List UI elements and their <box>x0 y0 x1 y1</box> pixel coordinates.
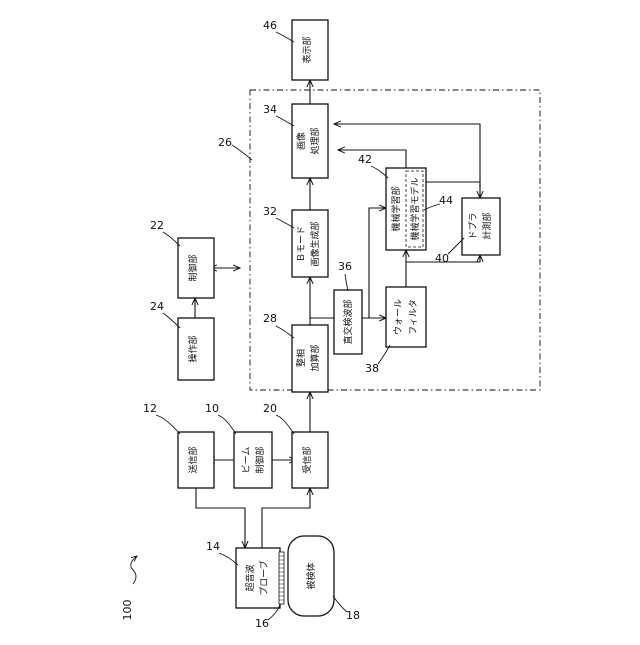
doppler-label-1: ドプラ <box>468 212 479 239</box>
beam-control-block: ビーム 制御部 <box>234 432 272 488</box>
learning-model-label: 機械学習モデル <box>409 177 421 240</box>
phasing-adder-label-1: 整相 <box>295 349 307 367</box>
doppler-label-2: 計測部 <box>481 212 493 239</box>
image-processor-label-1: 画像 <box>295 132 307 150</box>
controller-block: 制御部 <box>178 238 214 298</box>
bmode-ref-leader <box>276 218 294 228</box>
beam-control-ref: 10 <box>205 402 219 415</box>
transmitter-ref: 12 <box>143 402 157 415</box>
probe-label-2: プローブ <box>258 560 270 595</box>
quadrature-detector-block: 直交検波部 <box>334 290 362 354</box>
quadrature-detector-label: 直交検波部 <box>342 299 354 344</box>
quadrature-ref: 36 <box>338 260 352 273</box>
wall-filter-block: ウォール フィルタ <box>386 287 426 347</box>
bmode-generator-block: Ｂモード 画像生成部 <box>292 210 328 277</box>
subject-label: 被検体 <box>305 562 317 589</box>
operation-label: 操作部 <box>187 335 199 362</box>
receiver-ref-leader <box>276 415 294 434</box>
receiver-label: 受信部 <box>301 446 313 473</box>
receiver-ref: 20 <box>263 402 277 415</box>
subject-block: 被検体 <box>288 536 334 616</box>
bmode-generator-label-1: Ｂモード <box>297 226 307 262</box>
image-processor-ref: 34 <box>263 103 277 116</box>
beam-control-ref-leader <box>218 415 236 434</box>
learning-to-imageproc-line <box>338 150 406 168</box>
wall-filter-label-1: ウォール <box>393 299 404 335</box>
controller-label: 制御部 <box>187 254 199 281</box>
image-processor-ref-leader <box>276 116 294 126</box>
phasing-adder-ref-leader <box>276 326 294 338</box>
wall-filter-ref-leader <box>378 345 390 364</box>
quadrature-ref-leader <box>345 274 348 291</box>
bmode-generator-label-2: 画像生成部 <box>309 221 321 266</box>
group-ref-leader <box>232 145 252 160</box>
machine-learning-ref: 42 <box>358 153 372 166</box>
transmitter-ref-leader <box>156 415 180 434</box>
wall-filter-ref: 38 <box>365 362 379 375</box>
group-ref: 26 <box>218 136 232 149</box>
probe-label-1: 超音波 <box>244 564 256 591</box>
probe-ref: 14 <box>206 540 220 553</box>
phasing-adder-ref: 28 <box>263 312 277 325</box>
transmitter-block: 送信部 <box>178 432 214 488</box>
probe-block: 超音波 プローブ <box>236 548 284 608</box>
beam-control-label-2: 制御部 <box>254 446 266 473</box>
transmitter-label: 送信部 <box>187 446 199 473</box>
display-label: 表示部 <box>301 36 313 63</box>
display-block: 表示部 <box>292 20 328 80</box>
transmit-signal-line <box>196 488 245 548</box>
beam-control-label-1: ビーム <box>241 447 252 474</box>
phasing-adder-label-2: 加算部 <box>309 344 321 371</box>
transducer-ref: 16 <box>255 617 269 630</box>
doppler-block: ドプラ 計測部 <box>462 198 500 255</box>
phasing-adder-block: 整相 加算部 <box>292 325 328 392</box>
bmode-ref: 32 <box>263 205 277 218</box>
probe-ref-leader <box>219 553 238 565</box>
display-ref: 46 <box>263 19 277 32</box>
raw-to-learning-line <box>369 208 386 318</box>
doppler-ref: 40 <box>435 252 449 265</box>
machine-learning-block: 機械学習部 機械学習モデル <box>386 168 426 250</box>
operation-ref: 24 <box>150 300 164 313</box>
operation-block: 操作部 <box>178 318 214 380</box>
image-processor-block: 画像 処理部 <box>292 104 328 178</box>
display-ref-leader <box>276 32 294 42</box>
receiver-block: 受信部 <box>292 432 328 488</box>
machine-learning-label: 機械学習部 <box>390 186 402 231</box>
subject-ref: 18 <box>346 609 360 622</box>
system-ref: 100 <box>121 600 134 621</box>
learning-model-ref: 44 <box>439 194 453 207</box>
controller-ref: 22 <box>150 219 164 232</box>
image-processor-label-2: 処理部 <box>309 127 321 154</box>
system-ref-wavy-arrow <box>131 556 137 584</box>
subject-ref-leader <box>333 596 347 612</box>
wall-filter-label-2: フィルタ <box>408 299 419 335</box>
